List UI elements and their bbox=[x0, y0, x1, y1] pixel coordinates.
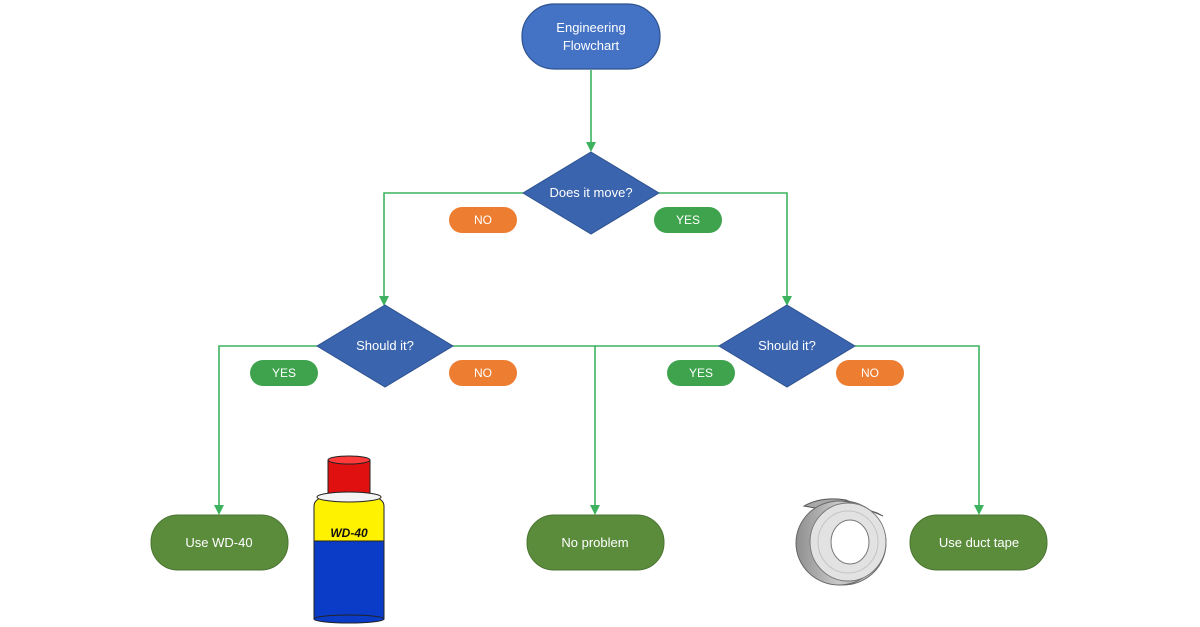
start-title-line1: Engineering bbox=[556, 20, 625, 35]
label-moves-yes-text: YES bbox=[676, 213, 700, 227]
decision-should-right-text: Should it? bbox=[758, 338, 816, 353]
result-wd40: Use WD-40 bbox=[150, 514, 289, 571]
connector-moves-no bbox=[379, 192, 523, 306]
wd40-can-icon: WD-40 bbox=[313, 455, 385, 624]
label-right-yes-text: YES bbox=[689, 366, 713, 380]
label-moves-no-text: NO bbox=[474, 213, 492, 227]
label-right-no-text: NO bbox=[861, 366, 879, 380]
start-title-line2: Flowchart bbox=[563, 38, 620, 53]
label-right-yes: YES bbox=[667, 360, 735, 386]
decision-should-right: Should it? bbox=[718, 304, 856, 388]
decision-moves: Does it move? bbox=[522, 151, 660, 235]
result-duct-tape-text: Use duct tape bbox=[939, 535, 1019, 550]
label-moves-yes: YES bbox=[654, 207, 722, 233]
result-duct-tape: Use duct tape bbox=[909, 514, 1048, 571]
connectors bbox=[214, 70, 984, 515]
duct-tape-roll-icon bbox=[795, 498, 887, 586]
connector-moves-yes bbox=[659, 192, 792, 306]
connector-right-no bbox=[855, 345, 984, 515]
result-no-problem-text: No problem bbox=[561, 535, 628, 550]
result-wd40-text: Use WD-40 bbox=[185, 535, 252, 550]
decision-moves-text: Does it move? bbox=[549, 185, 632, 200]
connector-left-yes bbox=[214, 345, 317, 515]
wd40-can-label: WD-40 bbox=[330, 526, 368, 540]
label-left-yes: YES bbox=[250, 360, 318, 386]
decision-should-left-text: Should it? bbox=[356, 338, 414, 353]
label-right-no: NO bbox=[836, 360, 904, 386]
label-left-no: NO bbox=[449, 360, 517, 386]
start-node: Engineering Flowchart bbox=[521, 3, 661, 70]
decision-should-left: Should it? bbox=[316, 304, 454, 388]
label-moves-no: NO bbox=[449, 207, 517, 233]
label-left-yes-text: YES bbox=[272, 366, 296, 380]
result-no-problem: No problem bbox=[526, 514, 665, 571]
label-left-no-text: NO bbox=[474, 366, 492, 380]
